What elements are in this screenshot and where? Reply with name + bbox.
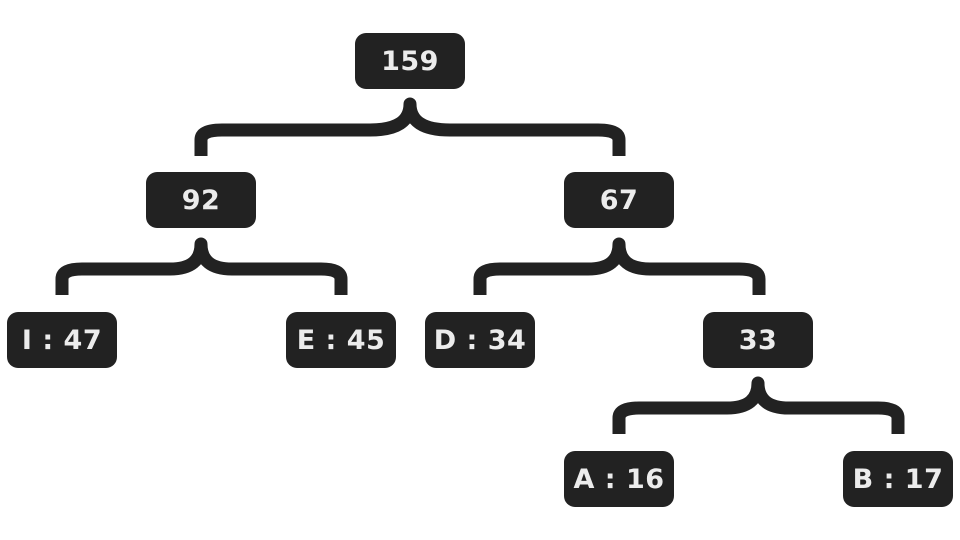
node-label: 159 bbox=[381, 45, 439, 77]
leaf-a-16: A : 16 bbox=[564, 451, 674, 507]
leaf-d-34: D : 34 bbox=[425, 312, 535, 368]
node-67: 67 bbox=[564, 172, 674, 228]
leaf-i-47: I : 47 bbox=[7, 312, 117, 368]
node-label: I : 47 bbox=[21, 324, 103, 356]
leaf-b-17: B : 17 bbox=[843, 451, 953, 507]
leaf-e-45: E : 45 bbox=[286, 312, 396, 368]
node-label: A : 16 bbox=[573, 463, 665, 495]
node-label: E : 45 bbox=[296, 324, 386, 356]
node-root-159: 159 bbox=[355, 33, 465, 89]
node-label: 92 bbox=[181, 184, 221, 216]
node-92: 92 bbox=[146, 172, 256, 228]
node-label: D : 34 bbox=[433, 324, 527, 356]
node-label: 67 bbox=[599, 184, 639, 216]
brace-33 bbox=[612, 376, 905, 434]
node-label: 33 bbox=[738, 324, 778, 356]
node-33: 33 bbox=[703, 312, 813, 368]
brace-root bbox=[194, 97, 626, 156]
brace-67 bbox=[473, 237, 766, 295]
node-label: B : 17 bbox=[852, 463, 944, 495]
brace-92 bbox=[55, 237, 348, 295]
